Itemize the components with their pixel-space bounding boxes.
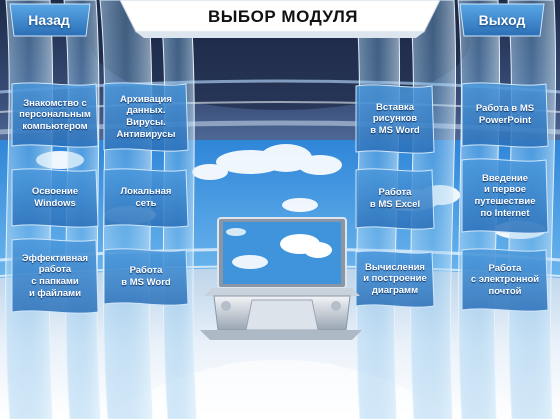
back-button[interactable]: Назад — [28, 12, 70, 28]
module-label: работа — [38, 264, 72, 276]
module-label: Работа — [378, 187, 412, 199]
module-button-files-folders[interactable]: Эффективная работа с папками и файлами — [12, 244, 98, 308]
module-label: с папками — [31, 276, 79, 287]
module-label: Антивирусы — [116, 128, 176, 140]
module-label: Windows — [34, 198, 76, 209]
module-label: рисунков — [372, 113, 418, 125]
module-label: Эффективная — [21, 252, 89, 264]
module-label: в MS Word — [370, 124, 420, 136]
module-button-windows[interactable]: Освоение Windows — [12, 172, 98, 224]
module-button-powerpoint[interactable]: Работа в MS PowerPoint — [462, 86, 548, 144]
monitor-with-cloud-screen-icon — [200, 217, 362, 340]
page-title: ВЫБОР МОДУЛЯ — [208, 7, 358, 26]
module-button-ms-excel[interactable]: Работа в MS Excel — [356, 172, 434, 226]
module-label: диаграмм — [371, 284, 419, 296]
module-label: почтой — [488, 285, 522, 297]
module-button-email[interactable]: Работа с электронной почтой — [462, 252, 548, 308]
module-button-local-network[interactable]: Локальная сеть — [104, 172, 188, 224]
module-label: Знакомство с — [23, 97, 87, 109]
module-label: путешествие — [474, 196, 536, 207]
module-label: Работа — [488, 262, 522, 274]
module-label: сеть — [135, 198, 157, 209]
exit-button[interactable]: Выход — [478, 12, 526, 28]
module-button-calc-charts[interactable]: Вычисления и построение диаграмм — [356, 254, 434, 304]
module-label: компьютером — [22, 120, 88, 132]
module-label: и первое — [483, 184, 527, 196]
module-button-archiving-viruses[interactable]: Архивация данных. Вирусы. Антивирусы — [104, 86, 188, 148]
module-label: Работа — [129, 265, 163, 277]
module-label: Вирусы. — [126, 117, 166, 128]
module-label: и файлами — [28, 287, 82, 299]
module-label: Вычисления — [365, 261, 425, 273]
module-label: PowerPoint — [478, 115, 532, 126]
module-button-word-pictures[interactable]: Вставка рисунков в MS Word — [356, 88, 434, 150]
module-label: Освоение — [31, 186, 79, 198]
module-label: Вставка — [376, 101, 414, 113]
module-label: Работа в MS — [475, 103, 535, 115]
module-label: персональным — [19, 109, 91, 121]
module-label: с электронной — [470, 274, 540, 286]
module-label: в MS Excel — [369, 199, 421, 210]
module-label: в MS Word — [121, 277, 171, 288]
module-label: по Internet — [480, 207, 530, 219]
module-label: Введение — [481, 172, 529, 184]
module-button-ms-word[interactable]: Работа в MS Word — [104, 252, 188, 302]
module-button-pc-intro[interactable]: Знакомство с персональным компьютером — [12, 86, 98, 144]
module-button-internet[interactable]: Введение и первое путешествие по Interne… — [462, 162, 548, 230]
module-label: данных. — [126, 105, 166, 117]
module-label: Архивация — [120, 93, 172, 105]
module-label: Локальная — [120, 186, 172, 198]
module-label: и построение — [363, 273, 427, 285]
